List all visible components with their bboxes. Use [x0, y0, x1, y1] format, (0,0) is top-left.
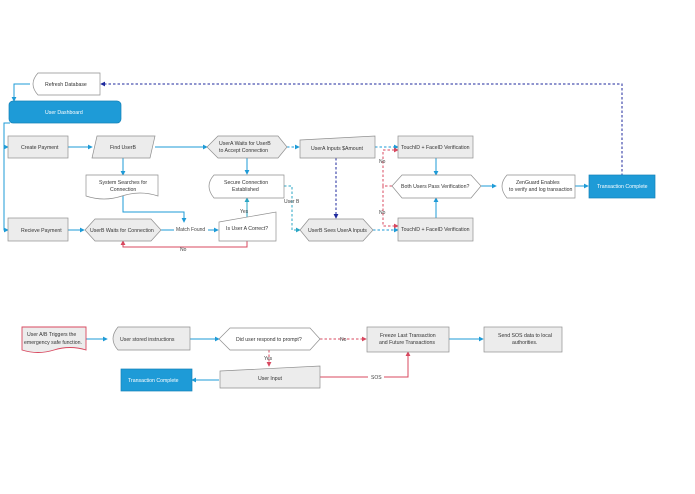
edge-complete-to-refresh [100, 81, 623, 176]
node-freeze-transaction[interactable]: Freeze Last Transaction and Future Trans… [366, 326, 450, 353]
edges-upper [3, 81, 623, 248]
svg-text:and Future Transactions: and Future Transactions [379, 340, 435, 346]
node-userb-waits[interactable]: UserB Waits for Connection [84, 218, 162, 242]
svg-text:Send SOS data to local: Send SOS data to local [498, 333, 552, 339]
svg-text:User A/B Triggers the: User A/B Triggers the [27, 332, 76, 338]
svg-text:TouchID + FaceID Verification: TouchID + FaceID Verification [401, 145, 470, 151]
svg-text:Established: Established [232, 187, 259, 193]
node-transaction-complete-top[interactable]: Transaction Complete [588, 174, 656, 199]
node-user-dashboard[interactable]: User Dashboard [8, 100, 122, 124]
label-respond-no: No [340, 337, 347, 343]
nodes-lower: User A/B Triggers the emergency safe fun… [21, 326, 563, 392]
edge-refresh-to-dashboard [11, 83, 30, 102]
edge-both-no-top [382, 147, 399, 187]
svg-text:User Dashboard: User Dashboard [45, 110, 83, 116]
edge-labels: Match Found No Yes User B No No No Yes S… [174, 159, 386, 381]
svg-text:User stored instructions: User stored instructions [120, 337, 175, 343]
node-transaction-complete-bottom[interactable]: Transaction Complete [120, 368, 193, 392]
edges-lower [86, 336, 484, 383]
label-no-loop: No [180, 247, 187, 253]
svg-text:System Searches for: System Searches for [99, 180, 147, 186]
node-send-sos[interactable]: Send SOS data to local authorities. [483, 326, 563, 353]
svg-text:authorities.: authorities. [512, 340, 537, 346]
svg-text:to verify and log transaction: to verify and log transaction [509, 187, 573, 193]
label-yes-correct: Yes [240, 209, 249, 215]
node-usera-waits[interactable]: UserA Waits for UserB to Accept Connecti… [206, 135, 288, 159]
node-zenguard[interactable]: ZenGuard Enables to verify and log trans… [501, 174, 576, 199]
svg-text:Connection: Connection [110, 187, 136, 193]
label-no-top: No [379, 159, 386, 165]
svg-text:Is User A Correct?: Is User A Correct? [226, 226, 268, 232]
svg-text:emergency safe function.: emergency safe function. [24, 340, 82, 346]
svg-text:User Input: User Input [258, 376, 282, 382]
label-match-found: Match Found [176, 227, 205, 233]
node-system-searches[interactable]: System Searches for Connection [85, 174, 159, 200]
node-userb-sees-input[interactable]: UserB Sees UserA Inputs [299, 218, 374, 242]
label-no-bottom: No [379, 210, 386, 216]
svg-text:Freeze Last Transaction: Freeze Last Transaction [380, 333, 436, 339]
node-usera-inputs-amount[interactable]: UserA Inputs $Amount [299, 135, 376, 159]
svg-text:Find UserB: Find UserB [110, 145, 136, 151]
svg-text:Did user respond to prompt?: Did user respond to prompt? [236, 337, 302, 343]
svg-text:Transaction Complete: Transaction Complete [597, 184, 648, 190]
svg-text:Both Users Pass Verification?: Both Users Pass Verification? [401, 184, 469, 190]
svg-text:to Accept Connection: to Accept Connection [219, 148, 268, 154]
svg-text:Refresh Database: Refresh Database [45, 82, 87, 88]
edge-both-no-bottom [382, 186, 399, 229]
svg-text:TouchID + FaceID Verification: TouchID + FaceID Verification [401, 227, 470, 233]
edge-system-to-match [122, 196, 187, 223]
svg-text:Create Payment: Create Payment [21, 145, 59, 151]
edge-correct-no [120, 240, 248, 248]
svg-text:UserB Sees UserA Inputs: UserB Sees UserA Inputs [308, 228, 367, 234]
svg-text:Recieve Payment: Recieve Payment [21, 228, 62, 234]
node-user-stored-instructions[interactable]: User stored instructions [112, 326, 191, 351]
label-user-b: User B [284, 199, 300, 205]
node-touchid-bottom[interactable]: TouchID + FaceID Verification [397, 217, 474, 242]
node-refresh-database[interactable]: Refresh Database [32, 72, 101, 96]
svg-text:Secure Connection: Secure Connection [224, 180, 268, 186]
svg-text:UserB Waits for Connection: UserB Waits for Connection [90, 228, 154, 234]
node-is-user-a-correct[interactable]: Is User A Correct? [218, 211, 277, 242]
node-create-payment[interactable]: Create Payment [7, 135, 69, 159]
node-recieve-payment[interactable]: Recieve Payment [7, 217, 69, 242]
svg-text:UserA Inputs $Amount: UserA Inputs $Amount [311, 146, 363, 152]
node-both-users-pass[interactable]: Both Users Pass Verification? [391, 174, 482, 199]
edge-input-sos-to-freeze [320, 351, 411, 378]
node-user-input[interactable]: User Input [219, 365, 321, 389]
node-secure-connection[interactable]: Secure Connection Established [208, 174, 285, 199]
svg-text:ZenGuard Enables: ZenGuard Enables [516, 180, 560, 186]
edge-secure-to-userb-sees [284, 185, 301, 233]
node-did-user-respond[interactable]: Did user respond to prompt? [218, 327, 321, 351]
node-touchid-top[interactable]: TouchID + FaceID Verification [397, 135, 474, 159]
nodes-upper: Refresh Database User Dashboard Create P… [7, 72, 656, 242]
label-respond-yes: Yes [264, 356, 273, 362]
svg-text:UserA Waits for UserB: UserA Waits for UserB [219, 141, 271, 147]
edge-dashboard-rail [3, 122, 10, 233]
svg-text:Transaction Complete: Transaction Complete [128, 378, 179, 384]
node-user-triggers[interactable]: User A/B Triggers the emergency safe fun… [21, 326, 87, 353]
node-find-userb[interactable]: Find UserB [91, 135, 156, 159]
label-sos: SOS [371, 375, 382, 381]
